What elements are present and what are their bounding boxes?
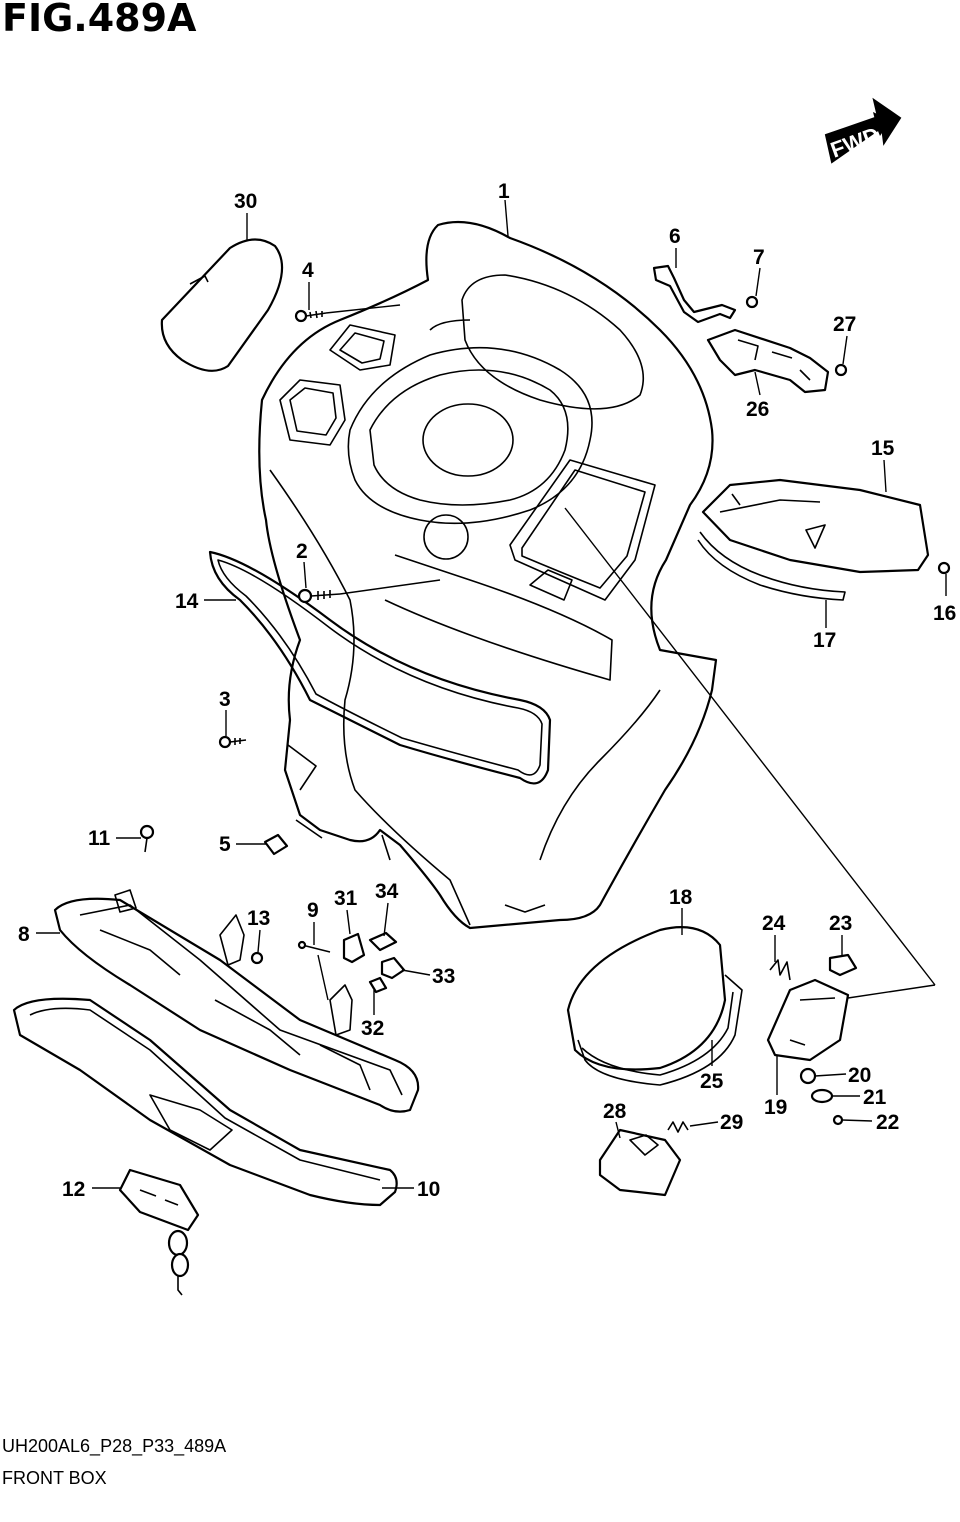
fwd-arrow-icon: FWD — [824, 97, 902, 164]
part-25-base — [577, 974, 743, 1086]
label-part-28: 28 — [603, 1100, 627, 1123]
label-part-33: 33 — [432, 965, 455, 988]
label-part-1: 1 — [498, 180, 510, 203]
label-part-13: 13 — [247, 907, 270, 930]
part-19-latch — [766, 978, 850, 1062]
label-part-2: 2 — [296, 540, 308, 563]
label-part-23: 23 — [829, 912, 852, 935]
part-labels: 1 2 3 4 5 6 7 8 9 10 11 12 13 14 15 16 1… — [18, 180, 956, 1201]
drawing-code: UH200AL6_P28_P33_489A — [2, 1436, 227, 1456]
part-1-front-box — [258, 220, 718, 930]
part-16-screw — [937, 561, 951, 575]
label-part-5: 5 — [219, 833, 231, 856]
part-29-spring — [667, 1121, 689, 1133]
part-22-screw — [832, 1114, 844, 1126]
label-part-30: 30 — [234, 190, 257, 213]
part-6-wire — [652, 264, 737, 324]
part-30-cover — [160, 238, 284, 372]
label-part-20: 20 — [848, 1064, 871, 1087]
label-part-16: 16 — [933, 602, 956, 625]
fwd-label: FWD — [827, 122, 883, 163]
part-14-seal — [208, 550, 552, 785]
label-part-6: 6 — [669, 225, 681, 248]
part-28-button — [598, 1128, 682, 1197]
label-part-8: 8 — [18, 923, 30, 946]
part-2-screw — [297, 588, 341, 604]
label-part-22: 22 — [876, 1111, 899, 1134]
part-10-frame — [12, 997, 398, 1207]
part-23-block — [828, 953, 858, 977]
part-34-pad — [368, 931, 398, 952]
part-32-block — [368, 976, 388, 994]
part-24-spring — [769, 959, 791, 981]
label-part-14: 14 — [175, 590, 199, 613]
part-31-clip — [342, 932, 366, 964]
figure-title: FIG.489A — [2, 0, 197, 40]
label-part-9: 9 — [307, 899, 319, 922]
part-9-pin — [297, 940, 331, 953]
part-27-screw — [834, 363, 848, 377]
label-part-12: 12 — [62, 1178, 85, 1201]
leader-lines — [36, 199, 947, 1189]
label-part-27: 27 — [833, 313, 856, 336]
part-17-seal — [697, 531, 846, 601]
part-7-screw — [745, 295, 759, 309]
label-part-31: 31 — [334, 887, 358, 910]
part-3-screw — [218, 735, 247, 749]
label-part-11: 11 — [88, 827, 111, 850]
part-33-clip — [380, 956, 406, 980]
label-part-32: 32 — [361, 1017, 384, 1040]
label-part-17: 17 — [813, 629, 836, 652]
part-11-screw — [139, 824, 155, 853]
label-part-19: 19 — [764, 1096, 787, 1119]
part-26-bracket — [706, 328, 830, 394]
part-12-lock — [118, 1168, 200, 1296]
label-part-21: 21 — [863, 1086, 887, 1109]
label-part-4: 4 — [302, 259, 314, 282]
label-part-34: 34 — [375, 880, 399, 903]
part-13-screw — [250, 951, 264, 965]
label-part-7: 7 — [753, 246, 765, 269]
part-20-washer — [799, 1067, 817, 1085]
part-4-screw — [294, 309, 327, 323]
part-8-tray — [53, 889, 420, 1113]
label-part-24: 24 — [762, 912, 786, 935]
part-18-cushion — [566, 926, 727, 1071]
part-5-nut — [263, 833, 289, 856]
label-part-18: 18 — [669, 886, 693, 909]
label-part-3: 3 — [219, 688, 231, 711]
part-15-lid — [701, 478, 930, 574]
label-part-10: 10 — [417, 1178, 440, 1201]
label-part-29: 29 — [720, 1111, 743, 1134]
label-part-15: 15 — [871, 437, 895, 460]
label-part-26: 26 — [746, 398, 769, 421]
figure-caption: FRONT BOX — [2, 1468, 107, 1488]
label-part-25: 25 — [700, 1070, 724, 1093]
part-21-washer — [810, 1088, 834, 1104]
